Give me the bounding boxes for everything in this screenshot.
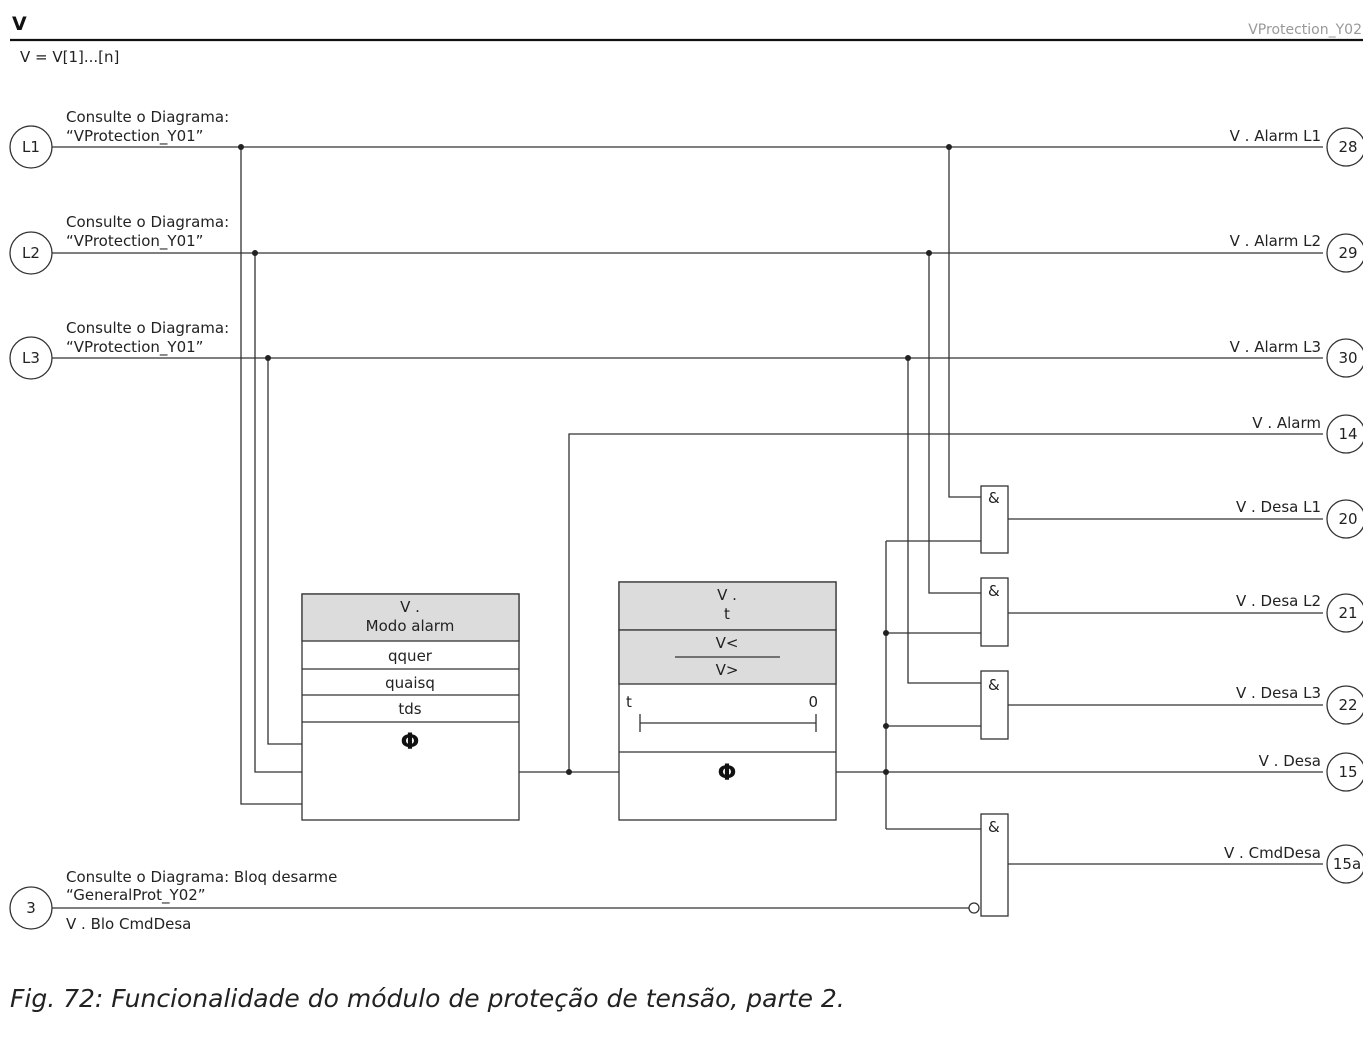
input-3-ref-line1: Consulte o Diagrama: Bloq desarme (66, 868, 337, 886)
output-label-desa-l1: V . Desa L1 (1236, 498, 1321, 516)
output-terminal-20-label: 20 (1338, 510, 1357, 528)
mode-alarm-block: V . Modo alarm qquer quaisq tds Φ (301, 593, 520, 821)
junction-dot (265, 355, 271, 361)
output-label-desa-l2: V . Desa L2 (1236, 592, 1321, 610)
timer-zero-label: 0 (808, 693, 818, 711)
mode-option-quaisq: quaisq (385, 674, 435, 692)
wire-l1-to-mode (240, 147, 302, 805)
output-terminal-15-label: 15 (1338, 763, 1357, 781)
junction-dot (926, 250, 932, 256)
output-label-desa-l3: V . Desa L3 (1236, 684, 1321, 702)
mode-option-qquer: qquer (388, 647, 433, 665)
and-gate-l1: & (980, 485, 1009, 554)
timer-t-label: t (626, 693, 632, 711)
junction-dot (905, 355, 911, 361)
diagram-subtitle: V = V[1]...[n] (20, 48, 119, 66)
timer-block: V . t V< V> t 0 Φ (618, 581, 837, 821)
junction-dot (252, 250, 258, 256)
junction-dot (238, 144, 244, 150)
input-l2-ref-line2: “VProtection_Y01” (66, 232, 203, 251)
and-gate-symbol: & (988, 676, 1000, 694)
inverter-bubble (968, 902, 980, 914)
timer-block-phi: Φ (718, 761, 737, 786)
junction-dot (566, 769, 572, 775)
and-gate-l3: & (980, 670, 1009, 740)
output-terminal-28-label: 28 (1338, 138, 1357, 156)
input-l3-ref-line1: Consulte o Diagrama: (66, 319, 229, 337)
timer-mode-under: V< (716, 634, 739, 652)
junction-dot (883, 769, 889, 775)
figure-caption: Fig. 72: Funcionalidade do módulo de pro… (10, 984, 845, 1013)
wire-l3-to-gate3 (907, 358, 981, 684)
diagram-id: VProtection_Y02 (1248, 22, 1362, 38)
output-label-alarm: V . Alarm (1252, 414, 1321, 432)
output-terminal-22-label: 22 (1338, 696, 1357, 714)
output-label-alarm-l3: V . Alarm L3 (1230, 338, 1321, 356)
wire-l1-to-gate1 (948, 147, 981, 498)
output-terminal-30-label: 30 (1338, 349, 1357, 367)
junction-dot (883, 723, 889, 729)
and-gate-l2: & (980, 577, 1009, 647)
output-terminal-20 (1326, 499, 1363, 539)
mode-block-phi: Φ (401, 730, 420, 755)
and-gate-symbol: & (988, 582, 1000, 600)
input-terminal-l1-label: L1 (22, 138, 40, 156)
and-gate-symbol: & (988, 489, 1000, 507)
timer-delay-symbol (639, 714, 817, 732)
output-label-desa: V . Desa (1259, 752, 1321, 770)
input-terminal-3-label: 3 (26, 899, 36, 917)
output-terminal-15 (1326, 752, 1363, 792)
input-terminal-l2-label: L2 (22, 244, 40, 262)
wire-l2-to-mode (254, 253, 302, 773)
output-terminal-29-label: 29 (1338, 244, 1357, 262)
output-terminal-15a-label: 15a (1333, 855, 1361, 873)
input-3-signal: V . Blo CmdDesa (66, 915, 191, 933)
output-terminal-29 (1326, 233, 1363, 273)
wire-alarm (568, 433, 1323, 772)
output-label-alarm-l2: V . Alarm L2 (1230, 232, 1321, 250)
output-terminal-15a (1326, 844, 1363, 884)
mode-block-title-line2: Modo alarm (366, 617, 455, 635)
output-terminal-14 (1326, 414, 1363, 454)
logic-diagram: V VProtection_Y02 V = V[1]...[n] L1 Cons… (9, 13, 1363, 933)
and-gate-symbol: & (988, 818, 1000, 836)
input-3-ref-line2: “GeneralProt_Y02” (66, 886, 206, 905)
and-gate-cmddesa: & (980, 813, 1009, 917)
output-terminal-21-label: 21 (1338, 604, 1357, 622)
junction-dot (883, 630, 889, 636)
input-l2-ref-line1: Consulte o Diagrama: (66, 213, 229, 231)
output-terminal-14-label: 14 (1338, 425, 1357, 443)
output-terminal-22 (1326, 685, 1363, 725)
input-l1-ref-line1: Consulte o Diagrama: (66, 108, 229, 126)
mode-option-tds: tds (398, 700, 421, 718)
output-label-alarm-l1: V . Alarm L1 (1230, 127, 1321, 145)
input-l1-ref-line2: “VProtection_Y01” (66, 127, 203, 146)
output-terminal-21 (1326, 593, 1363, 633)
timer-block-title-line1: V . (717, 586, 737, 604)
input-terminal-l3-label: L3 (22, 349, 40, 367)
output-terminal-30 (1326, 338, 1363, 378)
timer-mode-over: V> (716, 661, 739, 679)
mode-block-title-line1: V . (400, 598, 420, 616)
wire-l2-to-gate2 (928, 253, 981, 594)
output-terminal-28 (1326, 127, 1363, 167)
diagram-title: V (12, 13, 27, 35)
junction-dot (946, 144, 952, 150)
output-label-cmddesa: V . CmdDesa (1224, 844, 1321, 862)
wire-l3-to-mode (267, 358, 302, 745)
input-l3-ref-line2: “VProtection_Y01” (66, 338, 203, 357)
timer-block-title-line2: t (724, 605, 730, 623)
